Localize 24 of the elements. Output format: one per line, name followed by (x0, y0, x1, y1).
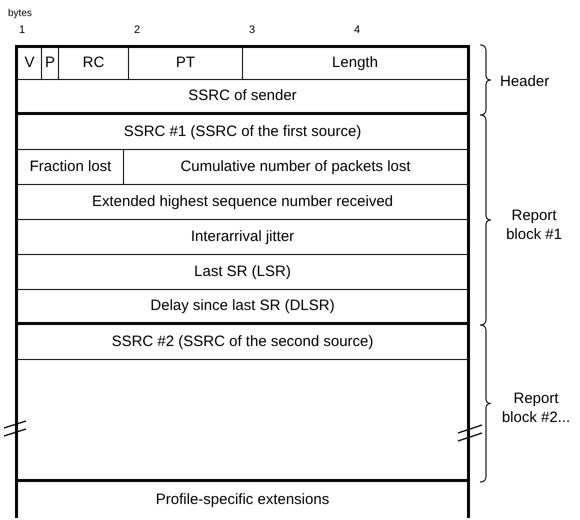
annotation-text: 2 (134, 23, 140, 38)
field-cell: RC (59, 45, 129, 80)
annotation-text: 4 (354, 23, 360, 38)
field-cell: Delay since last SR (DLSR) (15, 290, 470, 325)
field-cell: Extended highest sequence number received (15, 185, 470, 220)
annotation-text: 1 (19, 23, 26, 38)
annotation-text: bytes (8, 7, 32, 21)
field-cell: Profile-specific extensions (15, 482, 470, 518)
annotation-text: Report block #1 (505, 206, 563, 244)
field-cell: PT (129, 45, 243, 80)
field-cell: Cumulative number of packets lost (124, 150, 470, 185)
field-cell: P (42, 45, 59, 80)
empty-field-box (15, 360, 470, 482)
field-cell: SSRC of sender (15, 80, 470, 115)
annotation-text: Header (500, 72, 550, 92)
field-cell: SSRC #2 (SSRC of the second source) (15, 325, 470, 360)
field-cell: Length (243, 45, 470, 80)
annotation-text: Report block #2... (500, 389, 572, 427)
field-cell: Interarrival jitter (15, 220, 470, 255)
annotation-text: 3 (249, 23, 256, 38)
field-cell: SSRC #1 (SSRC of the first source) (15, 115, 470, 150)
field-cell: V (15, 45, 42, 80)
field-cell: Fraction lost (15, 150, 124, 185)
field-cell: Last SR (LSR) (15, 255, 470, 290)
